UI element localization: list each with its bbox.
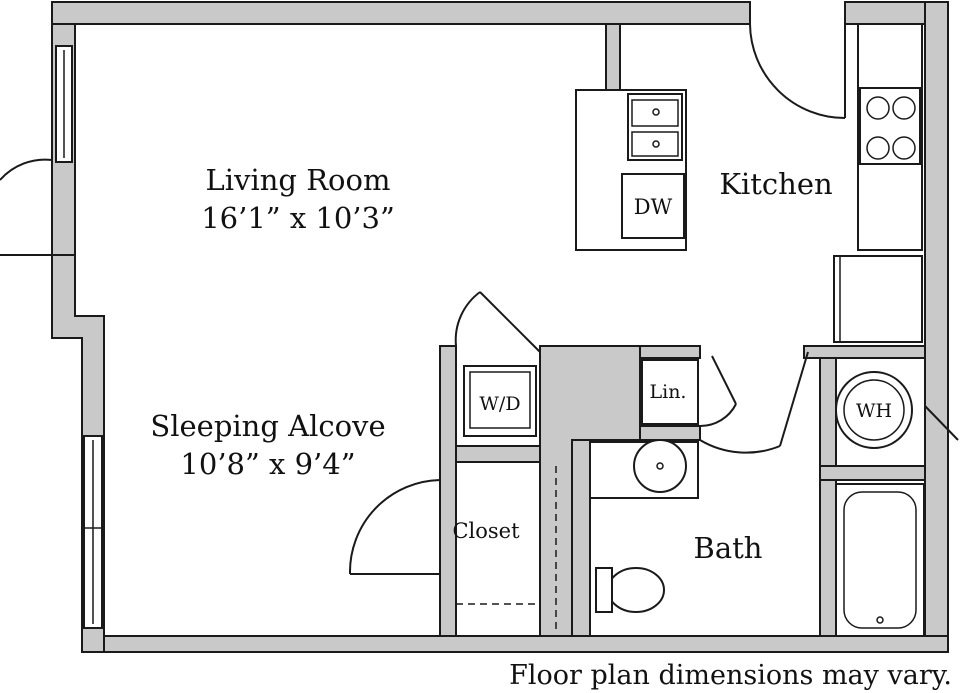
bath-sink	[633, 439, 687, 493]
bath-door-leaf	[779, 351, 809, 447]
disclaimer-caption: Floor plan dimensions may vary.	[509, 660, 952, 691]
burner	[866, 136, 890, 160]
wd-door-leaf	[479, 291, 541, 353]
kitchen-sink	[627, 93, 683, 161]
wd-label: W/D	[479, 393, 520, 415]
wd-door-swing	[454, 291, 481, 347]
top-wall	[51, 1, 751, 45]
bath-right-wall	[819, 345, 837, 637]
wd-unit	[463, 365, 537, 437]
linen-door-leaf	[711, 355, 737, 405]
wd-wall	[439, 345, 457, 637]
closet-name: Closet	[452, 519, 520, 543]
linen-label: Lin.	[650, 381, 687, 403]
burner	[892, 96, 916, 120]
linen-closet	[641, 359, 699, 425]
closet-door-swing	[348, 479, 441, 575]
kitchen-partition	[605, 23, 621, 91]
sleeping-alcove-name: Sleeping Alcove	[150, 409, 385, 443]
entry-door-swing	[0, 158, 53, 181]
right-wall	[924, 1, 949, 651]
sleeping-alcove-size: 10’8” x 9’4”	[180, 447, 355, 481]
bath-upper-wall	[639, 425, 701, 441]
stove	[859, 87, 921, 165]
dishwasher	[621, 173, 685, 239]
bath-door-swing	[699, 439, 781, 454]
kitchen-name: Kitchen	[719, 167, 832, 201]
toilet-tank	[595, 567, 613, 613]
bath-left-wall	[571, 439, 591, 637]
living-room-name: Living Room	[206, 163, 391, 197]
living-room-size: 16’1” x 10’3”	[201, 201, 395, 235]
water-heater-label: WH	[856, 400, 892, 422]
linen-wall	[639, 345, 701, 359]
bath-name: Bath	[694, 531, 763, 565]
wh-bottom-wall	[819, 465, 926, 481]
kitchen-door-swing	[749, 23, 846, 119]
wh-door-leaf	[924, 405, 959, 441]
toilet-bowl	[607, 567, 665, 613]
burner	[866, 96, 890, 120]
bottom-wall	[81, 635, 949, 653]
refrigerator	[833, 255, 923, 343]
linen-door-swing	[699, 403, 737, 428]
wh-wall	[803, 345, 926, 359]
water-heater	[835, 371, 913, 449]
bathtub	[835, 483, 925, 637]
dishwasher-label: DW	[634, 195, 673, 219]
burner	[892, 136, 916, 160]
